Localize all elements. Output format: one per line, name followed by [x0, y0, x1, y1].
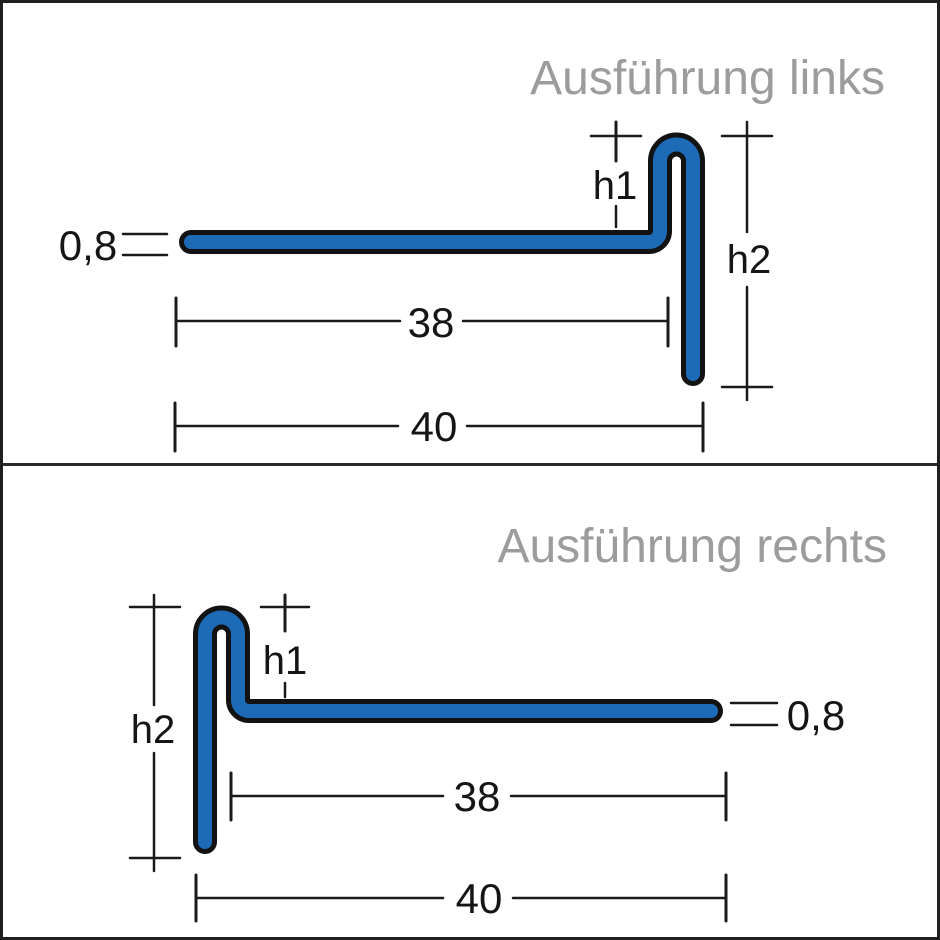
dim38-label-rechts: 38: [453, 773, 501, 820]
h1-label-rechts: h1: [262, 639, 308, 683]
profile-links-shape: [179, 132, 705, 386]
profile-rechts-shape: [193, 605, 723, 854]
dim-lines-links: [121, 120, 774, 453]
panel-divider: [3, 463, 937, 466]
profile-diagram-canvas: [121, 120, 779, 923]
dim40-label-links: 40: [410, 403, 458, 450]
panel-title-rechts: Ausführung rechts: [497, 520, 887, 573]
dim-lines-rechts: [128, 593, 779, 923]
thickness-label-links: 0,8: [58, 222, 118, 269]
h1-label-links: h1: [592, 164, 638, 208]
h2-label-rechts: h2: [130, 708, 176, 752]
h2-label-links: h2: [726, 238, 772, 282]
thickness-label-rechts: 0,8: [786, 692, 846, 739]
dim40-label-rechts: 40: [455, 875, 503, 922]
dim38-label-links: 38: [407, 299, 455, 346]
panel-title-links: Ausführung links: [530, 52, 885, 105]
